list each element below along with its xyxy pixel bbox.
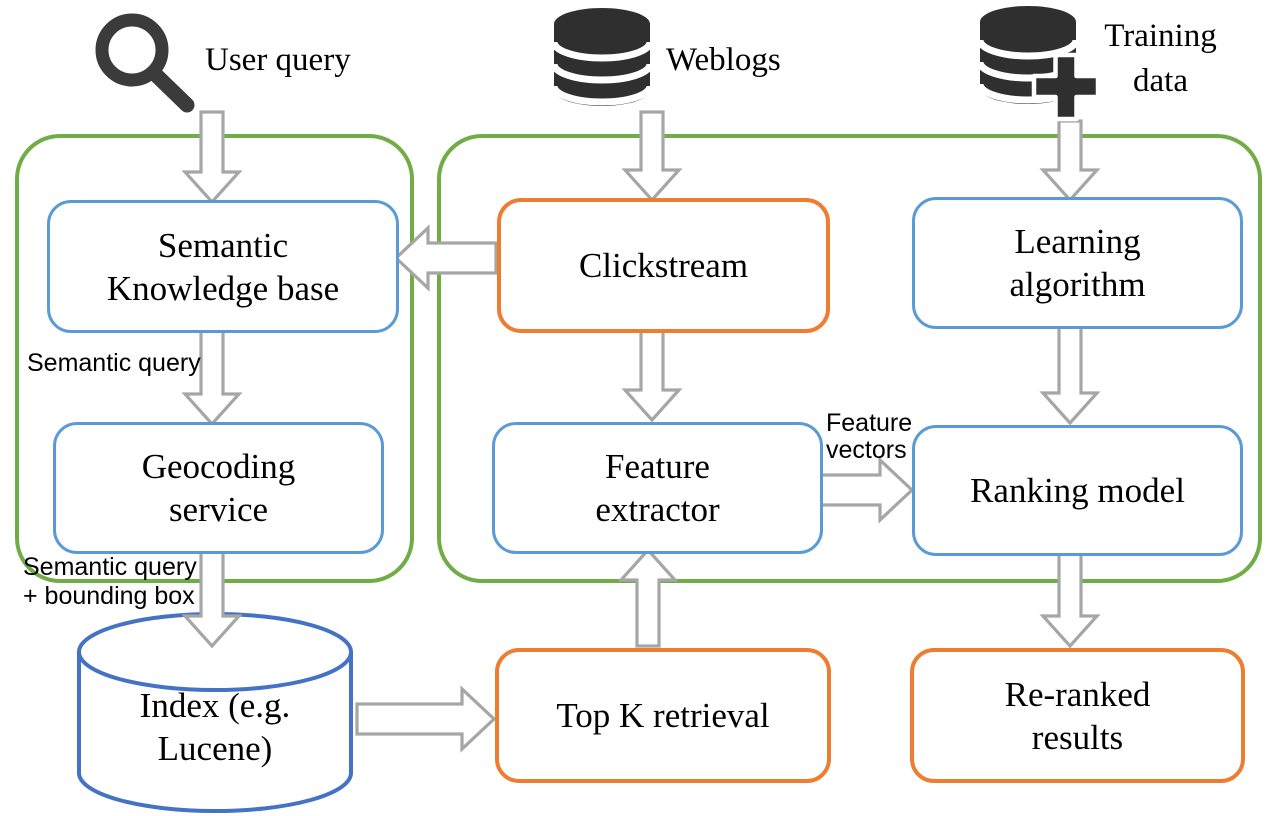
arrow-training-data-to-learning-algorithm [1039,119,1101,203]
arrow-feature-extractor-to-ranking-model [818,456,915,524]
clickstream-box: Clickstream [497,198,830,333]
arrow-index-to-top-k [355,685,497,753]
arrow-user-query-to-semantic-kb [181,110,243,205]
database-plus-icon [976,6,1101,122]
feature-vectors-annotation: Feature vectors [826,409,913,464]
arrow-clickstream-to-feature-extractor [621,325,683,423]
arrow-top-k-to-feature-extractor [617,547,679,648]
index-label: Index (e.g. Lucene) [139,686,291,768]
user-query-label: User query [205,42,351,78]
arrow-ranking-model-to-reranked-results [1039,550,1101,649]
feature-extractor-box: Feature extractor [492,422,823,554]
ranking-model-box: Ranking model [912,425,1243,556]
learning-algorithm-box: Learning algorithm [912,197,1243,329]
weblogs-label: Weblogs [666,42,781,78]
arrow-clickstream-to-semantic-kb [393,224,498,292]
database-icon [550,8,654,106]
training-data-label: Training data [1104,18,1217,99]
semantic-knowledge-base-box: Semantic Knowledge base [47,200,399,333]
arrow-weblogs-to-clickstream [621,110,683,203]
semantic-query-bbox-annotation: Semantic query + bounding box [23,553,197,610]
geocoding-service-box: Geocoding service [53,422,384,554]
semantic-query-annotation: Semantic query [27,349,201,377]
arrow-geocoding-to-index [181,546,243,649]
database-cylinder [77,612,353,813]
learning-pipeline-container [437,134,1262,583]
arrow-semantic-kb-to-geocoding [181,325,243,427]
arrow-learning-algorithm-to-ranking-model [1039,323,1101,426]
reranked-results-box: Re-ranked results [910,648,1245,783]
search-icon [95,13,195,113]
top-k-retrieval-box: Top K retrieval [495,648,831,783]
